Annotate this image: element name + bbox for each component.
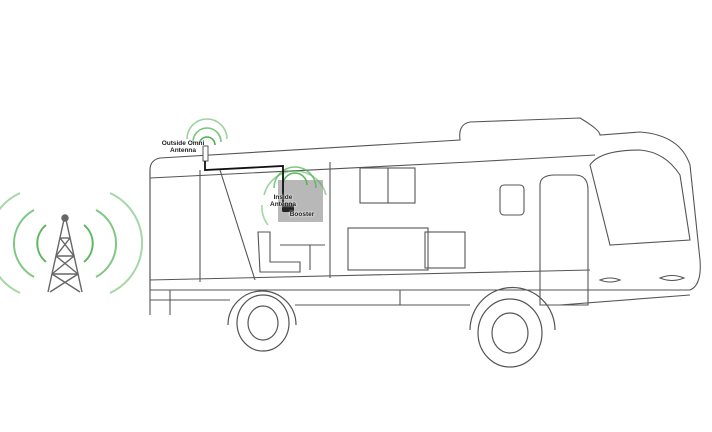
- outside-antenna-waves: [186, 118, 228, 146]
- cell-tower-icon: [47, 214, 83, 293]
- rv-wheels: [227, 286, 556, 368]
- rv-outline: [149, 117, 701, 315]
- booster-label: Booster: [289, 211, 315, 218]
- outside-antenna-label: Outside Omni Antenna: [161, 140, 205, 154]
- inside-antenna-label: Inside Antenna: [270, 194, 296, 208]
- booster-icon: [282, 203, 294, 212]
- tower-signal-waves: [0, 192, 144, 294]
- antenna-cable: [204, 161, 284, 205]
